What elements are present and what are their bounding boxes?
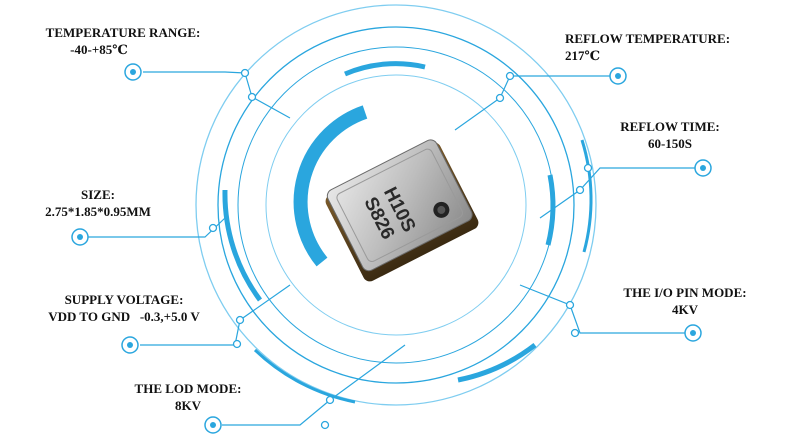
spec-reflow-time: REFLOW TIME: 60-150S: [590, 118, 750, 152]
left-arc: [222, 189, 263, 302]
spec-lod-mode-value: 8KV: [175, 398, 201, 413]
marker-io-pin-icon: [684, 324, 702, 342]
right-arc: [545, 174, 556, 246]
connector-nodes: [208, 68, 593, 430]
spec-temperature-range: TEMPERATURE RANGE: -40-+85℃: [18, 24, 228, 58]
marker-temperature-range-icon: [124, 63, 142, 81]
sensor-chip: H10S S826: [325, 139, 479, 282]
top-arc: [344, 61, 426, 77]
spec-supply-voltage: SUPPLY VOLTAGE: VDD TO GND -0.3,+5.0 V: [14, 291, 234, 325]
spec-supply-voltage-label: SUPPLY VOLTAGE:: [64, 292, 184, 307]
connector-lod-mode: [222, 344, 406, 426]
connector-size: [88, 217, 226, 238]
spec-size: SIZE: 2.75*1.85*0.95MM: [18, 186, 178, 220]
connector-io-pin: [519, 284, 685, 334]
spec-io-pin-mode: THE I/O PIN MODE: 4KV: [600, 284, 770, 318]
connector-reflow-time: [539, 167, 695, 219]
ring-2: [217, 26, 575, 384]
marker-reflow-temperature-icon: [609, 67, 627, 85]
spec-temperature-range-value: -40-+85℃: [70, 42, 128, 57]
spec-lod-mode-label: THE LOD MODE:: [134, 381, 242, 396]
far-right-arc: [580, 139, 593, 253]
marker-lod-mode-icon: [204, 416, 222, 434]
connector-temperature-range: [143, 71, 246, 74]
spec-lod-mode: THE LOD MODE: 8KV: [108, 380, 268, 414]
far-bottom-arc: [253, 348, 356, 404]
spec-size-value: 2.75*1.85*0.95MM: [45, 204, 151, 219]
outer-ring: [195, 4, 597, 406]
chip-lid: [326, 139, 473, 272]
spec-reflow-time-value: 60-150S: [647, 136, 693, 151]
spec-io-pin-mode-value: 4KV: [672, 302, 698, 317]
connector-supply-voltage: [140, 284, 291, 346]
spec-reflow-time-label: REFLOW TIME:: [620, 119, 720, 134]
marker-size-icon: [71, 228, 89, 246]
connector-reflow-temperature: [454, 75, 610, 131]
spec-reflow-temperature-value: 217℃: [565, 48, 601, 63]
marker-reflow-time-icon: [694, 159, 712, 177]
bottom-arc: [457, 343, 537, 383]
inner-thick-arc: [293, 105, 368, 267]
arc-segments: [222, 61, 593, 404]
spec-supply-voltage-value: VDD TO GND -0.3,+5.0 V: [48, 309, 200, 324]
spec-reflow-temperature: REFLOW TEMPERATURE: 217℃: [565, 30, 765, 64]
spec-temperature-range-label: TEMPERATURE RANGE:: [45, 25, 201, 40]
ring-4: [265, 74, 527, 336]
target-markers: [71, 63, 712, 434]
spec-size-label: SIZE:: [81, 187, 115, 202]
marker-supply-voltage-icon: [121, 336, 139, 354]
spec-io-pin-mode-label: THE I/O PIN MODE:: [623, 285, 747, 300]
spec-reflow-temperature-label: REFLOW TEMPERATURE:: [565, 31, 731, 46]
